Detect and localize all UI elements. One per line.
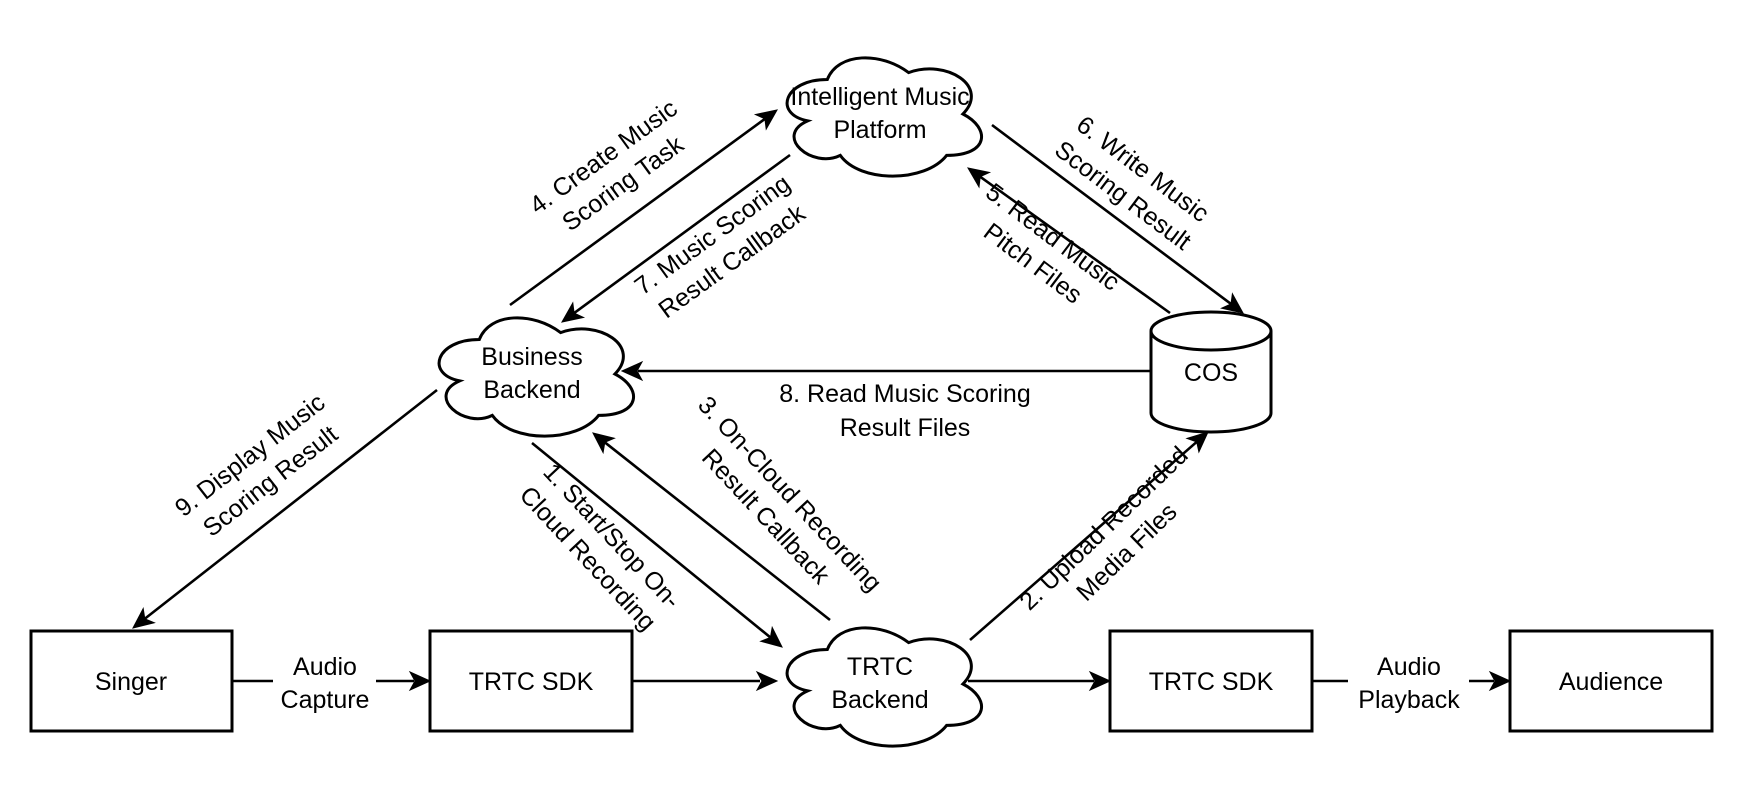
node-audience[interactable]: Audience — [1508, 629, 1714, 733]
nodes: Singer TRTC SDK TRTC SDK Audience TRTC B… — [29, 56, 1714, 748]
edges — [132, 109, 1512, 692]
edge-line — [603, 440, 831, 622]
arrowhead-icon — [967, 167, 992, 189]
arrowhead-icon — [759, 625, 783, 648]
arrowhead-icon — [1220, 292, 1244, 314]
business-backend-cloud-icon[interactable] — [437, 316, 636, 438]
edge-step6 — [991, 123, 1244, 314]
arrowhead-icon — [620, 360, 644, 382]
edge-step2 — [969, 431, 1209, 641]
cos-cylinder-icon[interactable] — [1149, 310, 1273, 434]
edge-audio-capture — [232, 670, 432, 692]
edge-line — [978, 175, 1171, 315]
arrowhead-icon — [408, 670, 432, 692]
edge-label-step7: 7. Music Scoring Result Callback — [630, 169, 811, 324]
audience-box[interactable] — [1508, 629, 1714, 733]
edge-label-line2: Capture — [281, 686, 370, 714]
edge-line — [143, 388, 438, 621]
edge-label-audio-playback: Audio Playback — [1358, 653, 1460, 714]
trtc-sdk-output-label: TRTC SDK — [1149, 668, 1274, 696]
singer-label: Singer — [95, 668, 167, 696]
trtc-backend-label-line2: Backend — [831, 686, 928, 714]
edge-sdk-to-trtc-backend — [632, 670, 779, 692]
business-backend-label-line2: Backend — [483, 376, 580, 404]
edge-step8 — [620, 360, 1151, 382]
edge-label-line2: Playback — [1358, 686, 1460, 714]
music-platform-label-line1: Intelligent Music — [790, 83, 969, 111]
edge-label-step4: 4. Create Music Scoring Task — [525, 94, 690, 237]
edge-label-line1: Audio — [1377, 653, 1441, 681]
arrowhead-icon — [132, 607, 156, 629]
cos-cylinder-rim — [1149, 330, 1273, 352]
edge-label-step2: 2. Upload Recorded Media Files — [1014, 441, 1193, 616]
arrowhead-icon — [1185, 431, 1209, 454]
edge-label-line1: Audio — [293, 653, 357, 681]
edge-label-audio-capture: Audio Capture — [281, 653, 370, 714]
edge-step9 — [132, 388, 438, 629]
edge-label-step8: 8. Read Music Scoring Result Files — [779, 380, 1031, 442]
node-trtc-sdk-input[interactable]: TRTC SDK — [428, 629, 634, 733]
node-cos[interactable]: COS — [1149, 310, 1273, 434]
trtc-backend-cloud-icon[interactable] — [785, 626, 984, 748]
music-platform-label-line2: Platform — [833, 116, 926, 144]
edge-step7 — [561, 153, 791, 323]
edge-step3 — [592, 432, 831, 622]
edge-audio-playback — [1312, 670, 1512, 692]
arrowhead-icon — [561, 301, 586, 323]
node-singer[interactable]: Singer — [29, 629, 234, 733]
edge-line — [969, 440, 1199, 641]
edge-step4 — [509, 109, 778, 307]
edge-label-step9: 9. Display Music Scoring Result — [170, 388, 343, 542]
node-trtc-backend[interactable]: TRTC Backend — [785, 626, 984, 748]
edge-line — [572, 153, 791, 315]
music-platform-cloud-icon[interactable] — [785, 56, 984, 178]
singer-box[interactable] — [29, 629, 234, 733]
diagonal-edges — [132, 109, 1244, 648]
edge-step5 — [967, 167, 1171, 315]
node-trtc-sdk-output[interactable]: TRTC SDK — [1108, 629, 1314, 733]
edge-label-line2: Result Files — [840, 414, 971, 442]
trtc-sdk-input-box[interactable] — [428, 629, 634, 733]
business-backend-label-line1: Business — [481, 343, 582, 371]
edge-step1 — [531, 441, 783, 648]
arrowhead-icon — [1088, 670, 1112, 692]
cos-label: COS — [1184, 359, 1238, 387]
arrowhead-icon — [592, 432, 616, 455]
edge-line — [991, 123, 1233, 306]
edge-line — [509, 117, 767, 307]
arrowhead-icon — [755, 670, 779, 692]
edge-label-step5: 5. Read Music Pitch Files — [978, 178, 1125, 309]
edge-label-step6: 6. Write Music Scoring Result — [1049, 111, 1214, 256]
node-business-backend[interactable]: Business Backend — [437, 316, 636, 438]
edge-label-line1: 8. Read Music Scoring — [779, 380, 1031, 408]
trtc-sdk-output-box[interactable] — [1108, 629, 1314, 733]
audience-label: Audience — [1559, 668, 1663, 696]
edge-line — [531, 441, 773, 640]
trtc-backend-label-line1: TRTC — [847, 653, 913, 681]
arrowhead-icon — [753, 109, 778, 131]
trtc-sdk-input-label: TRTC SDK — [469, 668, 594, 696]
arrowhead-icon — [1488, 670, 1512, 692]
edge-trtc-backend-to-sdk — [968, 670, 1112, 692]
node-music-platform[interactable]: Intelligent Music Platform — [785, 56, 984, 178]
